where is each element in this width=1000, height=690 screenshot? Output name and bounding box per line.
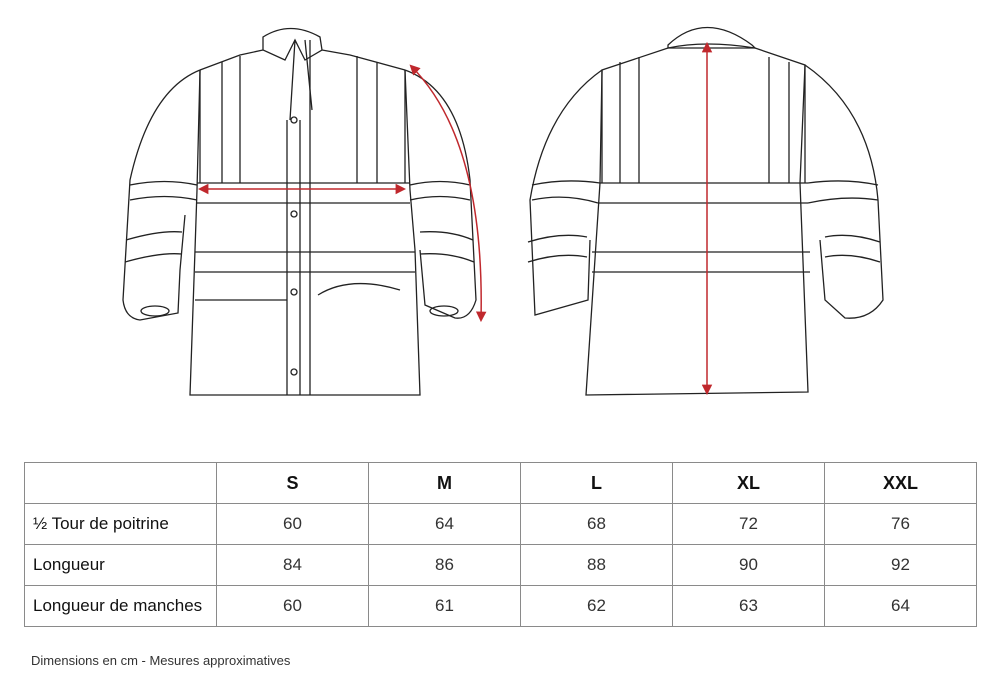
cell: 92 <box>824 544 977 586</box>
table-row: ½ Tour de poitrine 60 64 68 72 76 <box>24 503 977 545</box>
header-empty <box>24 462 217 504</box>
row-label: ½ Tour de poitrine <box>24 503 217 545</box>
header-size-s: S <box>216 462 369 504</box>
cell: 90 <box>672 544 825 586</box>
cell: 62 <box>520 585 673 627</box>
cell: 76 <box>824 503 977 545</box>
table-header-row: S M L XL XXL <box>24 462 977 504</box>
header-size-l: L <box>520 462 673 504</box>
header-size-m: M <box>368 462 521 504</box>
size-table: S M L XL XXL ½ Tour de poitrine 60 64 68… <box>24 462 977 627</box>
cell: 88 <box>520 544 673 586</box>
table-row: Longueur de manches 60 61 62 63 64 <box>24 585 977 627</box>
table-row: Longueur 84 86 88 90 92 <box>24 544 977 586</box>
cell: 60 <box>216 503 369 545</box>
row-label: Longueur de manches <box>24 585 217 627</box>
cell: 60 <box>216 585 369 627</box>
measure-arrows-front <box>197 64 487 323</box>
cell: 64 <box>368 503 521 545</box>
cell: 86 <box>368 544 521 586</box>
cell: 72 <box>672 503 825 545</box>
row-label: Longueur <box>24 544 217 586</box>
cell: 68 <box>520 503 673 545</box>
cell: 63 <box>672 585 825 627</box>
cell: 84 <box>216 544 369 586</box>
header-size-xxl: XXL <box>824 462 977 504</box>
cell: 61 <box>368 585 521 627</box>
jacket-front <box>122 27 477 396</box>
jacket-back <box>527 26 884 396</box>
jacket-illustration <box>122 26 884 396</box>
footnote: Dimensions en cm - Mesures approximative… <box>31 653 291 668</box>
header-size-xl: XL <box>672 462 825 504</box>
cell: 64 <box>824 585 977 627</box>
sleeve-length-arrow <box>409 64 487 323</box>
